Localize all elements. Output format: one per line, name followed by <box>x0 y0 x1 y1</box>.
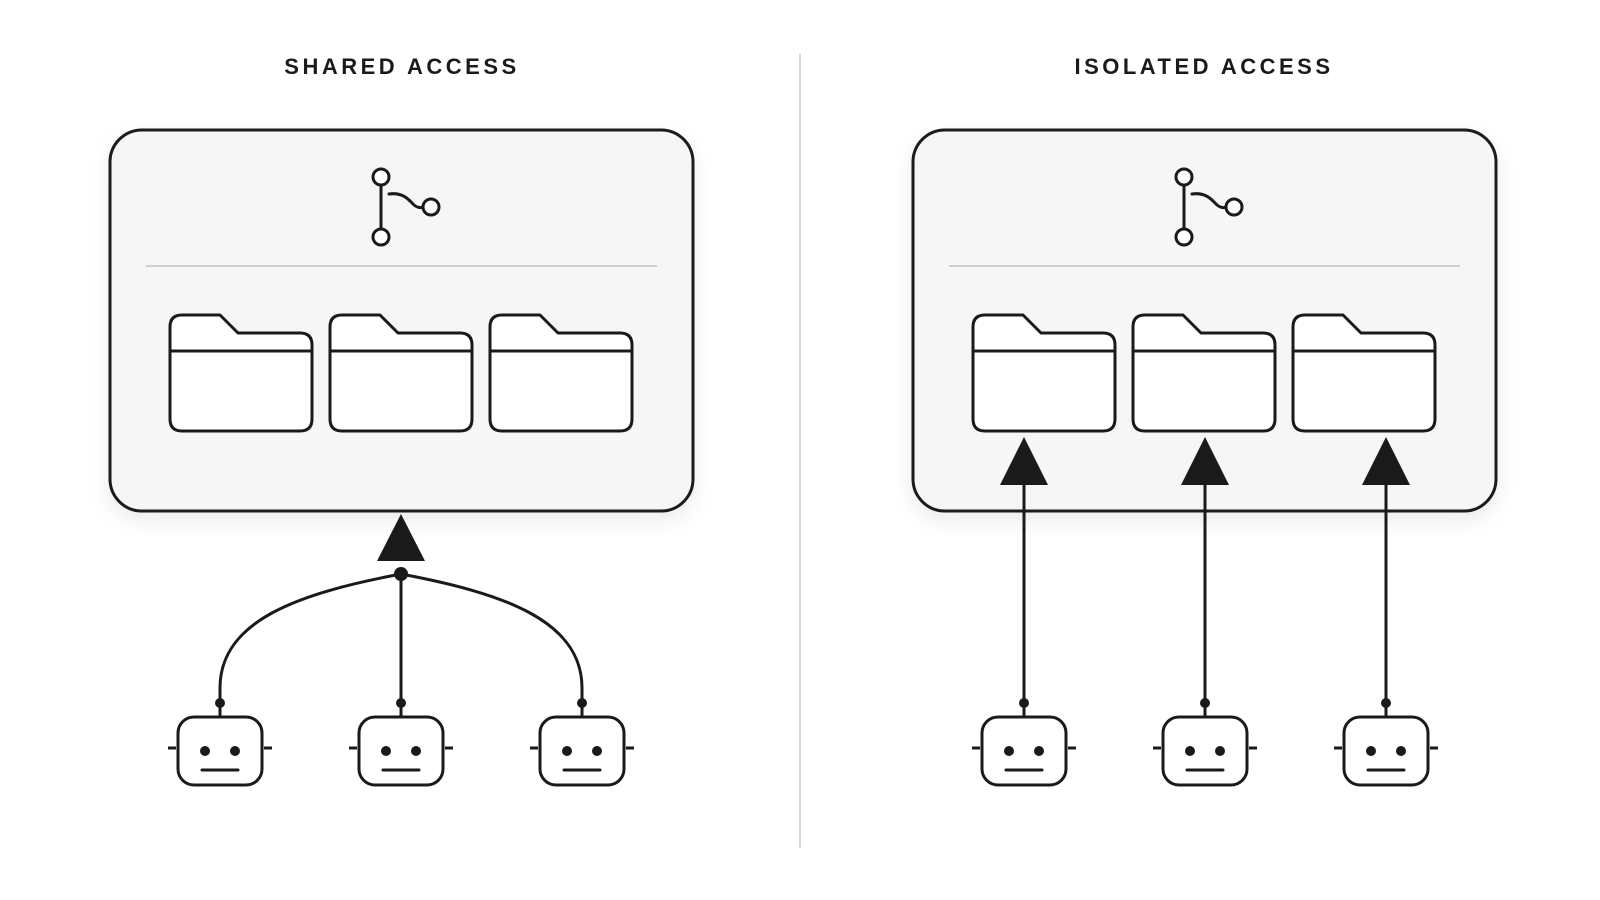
robot-icon <box>1332 696 1440 787</box>
robot-icon <box>166 696 274 787</box>
robot-icon <box>970 696 1078 787</box>
folder-icon <box>1291 313 1437 433</box>
isolated-arrowhead <box>1362 437 1410 485</box>
robot-icon <box>1151 696 1259 787</box>
folder-icon <box>971 313 1117 433</box>
folder-icon <box>488 313 634 433</box>
robot-icon <box>528 696 636 787</box>
isolated-arrowhead <box>1000 437 1048 485</box>
isolated-arrowhead <box>1181 437 1229 485</box>
folder-icon <box>328 313 474 433</box>
folder-icon <box>168 313 314 433</box>
shared-access-panel <box>108 128 695 787</box>
isolated-access-title: ISOLATED ACCESS <box>1074 54 1334 79</box>
shared-access-title: SHARED ACCESS <box>284 54 520 79</box>
agent-connector-right <box>400 572 584 701</box>
isolated-access-panel <box>911 128 1498 787</box>
shared-arrowhead <box>377 514 425 561</box>
merge-node <box>394 567 408 581</box>
agent-connector-left <box>218 572 402 701</box>
robot-icon <box>347 696 455 787</box>
folder-icon <box>1131 313 1277 433</box>
